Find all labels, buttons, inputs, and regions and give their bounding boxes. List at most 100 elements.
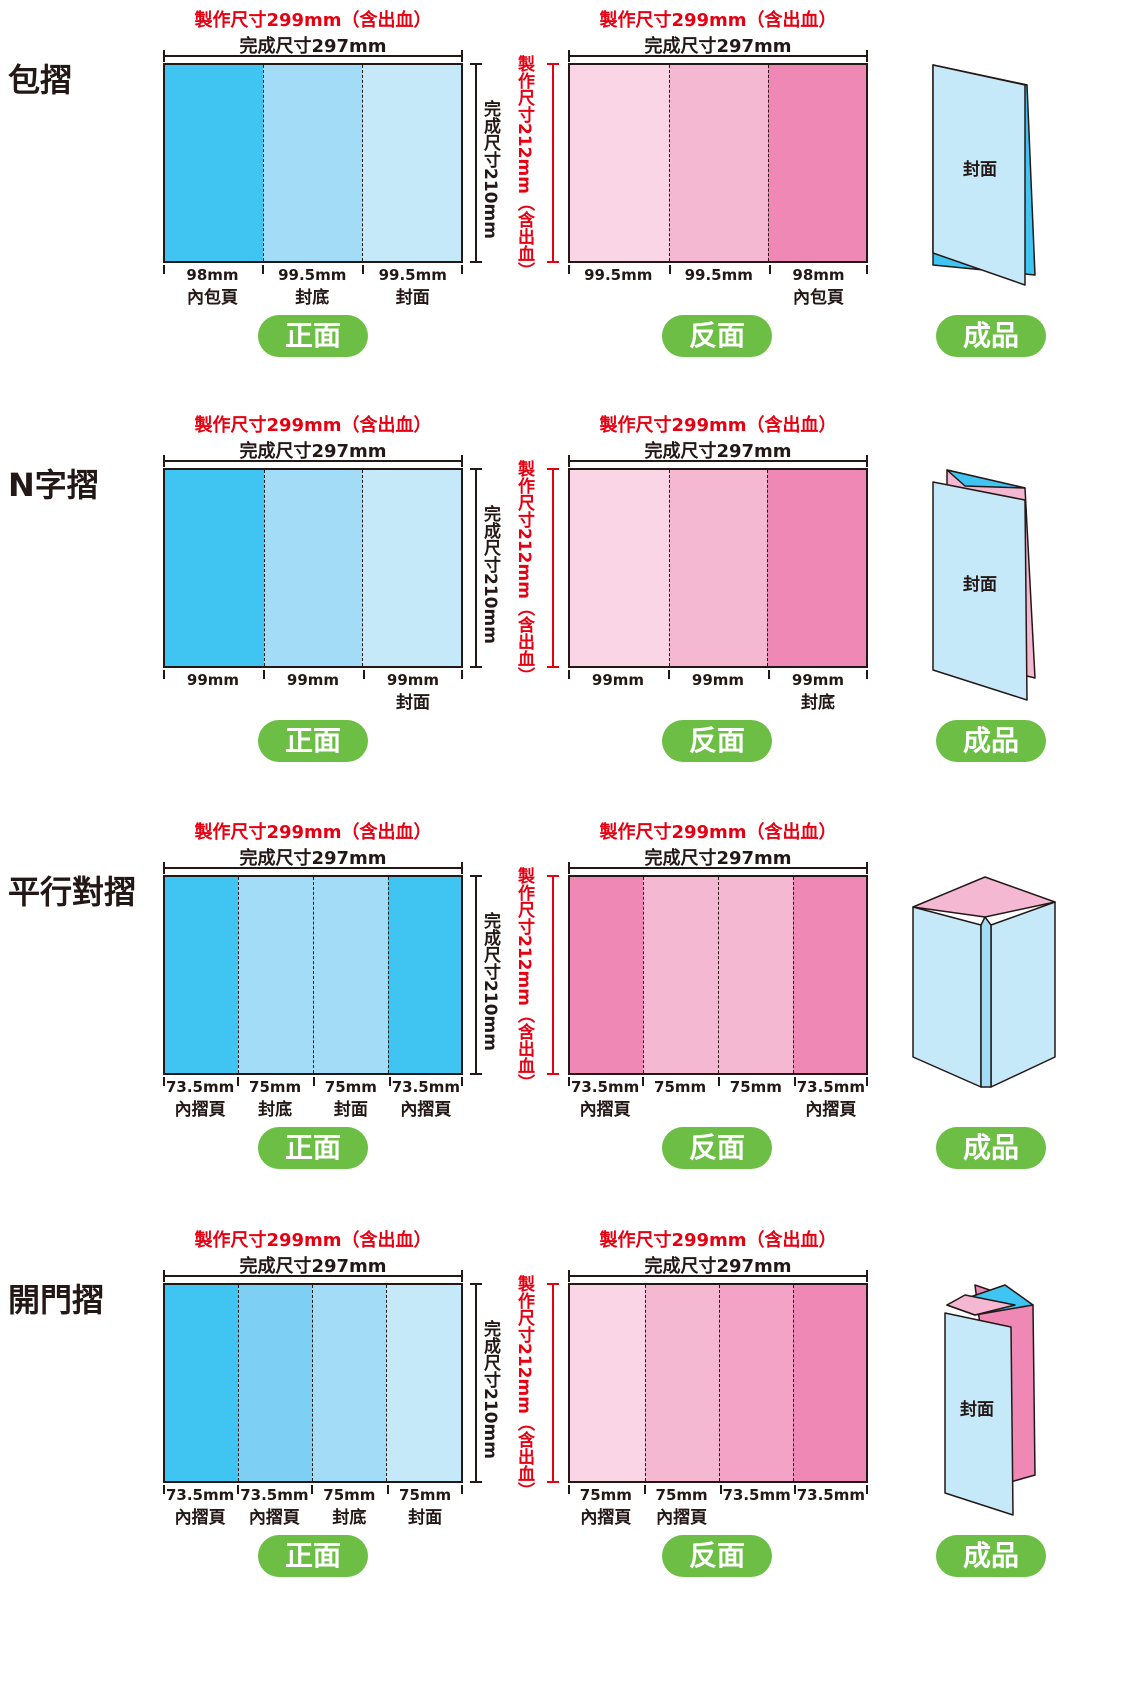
section-4-height-tick-bottom (470, 1481, 482, 1483)
section-1-back-finished-width-label: 完成尺寸297mm (644, 36, 792, 57)
section-4-result-badge: 成品 (936, 1535, 1046, 1577)
section-3-front-width-tick-left (163, 862, 165, 874)
section-1-front-panel-name-2: 封底 (295, 288, 330, 308)
section-1-front-panel-name-1: 內包頁 (186, 288, 238, 308)
section-4-back-panel-width-3: 73.5mm (722, 1486, 791, 1504)
section-2-back-finished-width-label: 完成尺寸297mm (644, 441, 792, 462)
section-3-back-width-tick-left (568, 862, 570, 874)
section-1-back-panel-1 (570, 65, 670, 261)
section-4-finished-height-label: 完成尺寸210mm (480, 1320, 500, 1459)
section-2-back-panel-name-3: 封底 (801, 693, 835, 713)
section-1-front-panel-width-2: 99.5mm (278, 266, 347, 284)
section-4-front-width-tick-left (163, 1270, 165, 1282)
section-3-production-height-tick-bottom (547, 1073, 559, 1075)
section-1-front-panel-width-3: 99.5mm (378, 266, 447, 284)
section-4-front-panel-tick-1 (237, 1485, 240, 1494)
section-3-front-width-dimension-line (163, 867, 463, 869)
section-1-back-panel-name-3: 內包頁 (793, 288, 844, 308)
section-3-front-panel-name-1: 內摺頁 (174, 1100, 226, 1120)
section-2-front-finished-width-label: 完成尺寸297mm (239, 441, 387, 462)
section-1-back-production-width-label: 製作尺寸299mm（含出血） (599, 10, 837, 31)
section-4-back-sheet (568, 1283, 868, 1483)
section-2-front-panel-width-2: 99mm (286, 671, 340, 689)
section-2-production-height-label: 製作尺寸212mm（含出血） (514, 460, 534, 684)
section-1-height-tick-top (470, 63, 482, 65)
section-1-height-tick-bottom (470, 261, 482, 263)
cover-label: 封面 (963, 159, 997, 180)
section-3-height-tick-top (470, 875, 482, 877)
section-2-height-tick-top (470, 468, 482, 470)
section-4-height-tick-top (470, 1283, 482, 1285)
section-3-front-panel-tick-2 (313, 1077, 315, 1086)
section-3-front-panel-width-4: 73.5mm (391, 1078, 461, 1096)
section-3-front-width-tick-right (461, 862, 463, 874)
section-4-front-width-tick-right (461, 1270, 463, 1282)
section-4-height-dimension-line (475, 1283, 477, 1483)
section-1-back-panel-width-3: 98mm (792, 266, 845, 284)
section-3-back-panel-width-1: 73.5mm (570, 1078, 640, 1096)
section-2-production-height-tick-top (547, 468, 559, 470)
section-4-front-badge: 正面 (258, 1535, 368, 1577)
section-1-front-panel-3 (361, 65, 461, 261)
section-1-front-badge: 正面 (258, 315, 368, 357)
section-1-production-height-tick-bottom (547, 261, 559, 263)
section-4-front-panel-tick-3 (387, 1485, 390, 1494)
section-1-title: 包摺 (8, 61, 73, 99)
section-4-front-panel-name-4: 封面 (408, 1508, 443, 1528)
panel-cover (932, 481, 1028, 701)
section-3-back-panel-width-3: 75mm (729, 1078, 782, 1096)
section-1-folded-illustration: 封面 (932, 64, 1036, 286)
section-3-back-panel-width-4: 73.5mm (796, 1078, 866, 1096)
section-3-height-tick-bottom (470, 1073, 482, 1075)
section-2-height-dimension-line (475, 468, 477, 668)
section-4-front-panel-name-3: 封底 (332, 1508, 367, 1528)
section-4-back-production-width-label: 製作尺寸299mm（含出血） (599, 1230, 837, 1251)
section-2-front-panel-tick-1 (263, 670, 265, 679)
section-3-back-panel-tick-0 (568, 1077, 570, 1086)
section-2-back-panel-1 (570, 470, 669, 666)
section-3-front-panel-tick-1 (237, 1077, 240, 1086)
section-3-front-sheet (163, 875, 463, 1075)
section-3-back-panel-tick-2 (718, 1077, 720, 1086)
section-2-folded-illustration: 封面 (932, 469, 1036, 701)
section-1-result-badge: 成品 (936, 315, 1046, 357)
section-1-front-width-tick-right (461, 50, 463, 62)
section-1-back-panel-tick-2 (769, 265, 771, 274)
section-1-back-panel-tick-1 (668, 265, 671, 274)
section-4-front-panel-3 (311, 1285, 387, 1481)
section-3-front-badge: 正面 (258, 1127, 368, 1169)
section-4-front-width-dimension-line (163, 1275, 463, 1277)
section-3-title: 平行對摺 (8, 873, 137, 911)
section-4-front-panel-tick-0 (163, 1485, 165, 1494)
section-1-production-height-line (552, 63, 554, 263)
section-3-front-panel-1 (165, 877, 239, 1073)
section-2-front-production-width-label: 製作尺寸299mm（含出血） (194, 415, 432, 436)
section-2-front-panel-1 (165, 470, 264, 666)
section-4-back-panel-name-2: 內摺頁 (656, 1508, 708, 1528)
section-2-back-production-width-label: 製作尺寸299mm（含出血） (599, 415, 837, 436)
panel-right (990, 901, 1056, 1088)
section-4-front-panel-width-3: 75mm (323, 1486, 376, 1504)
section-4-front-panel-width-2: 73.5mm (240, 1486, 309, 1504)
section-1-front-width-dimension-line (163, 55, 463, 57)
section-4-front-panel-1 (165, 1285, 239, 1481)
section-2-front-width-tick-left (163, 455, 165, 467)
section-4-production-height-tick-bottom (547, 1481, 559, 1483)
section-2-back-panel-2 (668, 470, 768, 666)
section-3-front-production-width-label: 製作尺寸299mm（含出血） (194, 822, 432, 843)
section-2-front-sheet (163, 468, 463, 668)
section-2-back-width-dimension-line (568, 460, 868, 462)
section-4-back-badge: 反面 (662, 1535, 772, 1577)
section-4-back-panel-tick-1 (643, 1485, 646, 1494)
section-4-back-panel-name-1: 內摺頁 (580, 1508, 632, 1528)
section-1-front-finished-width-label: 完成尺寸297mm (239, 36, 387, 57)
section-2-front-panel-tick-3 (461, 670, 463, 679)
section-2-front-panel-2 (263, 470, 363, 666)
section-3-front-finished-width-label: 完成尺寸297mm (239, 848, 387, 869)
section-4-front-panel-2 (238, 1285, 312, 1481)
section-4-back-width-tick-left (568, 1270, 570, 1282)
section-1-production-height-label: 製作尺寸212mm（含出血） (514, 55, 534, 279)
section-2-front-panel-tick-2 (363, 670, 365, 679)
section-2-height-tick-bottom (470, 666, 482, 668)
section-1-front-panel-2 (262, 65, 362, 261)
